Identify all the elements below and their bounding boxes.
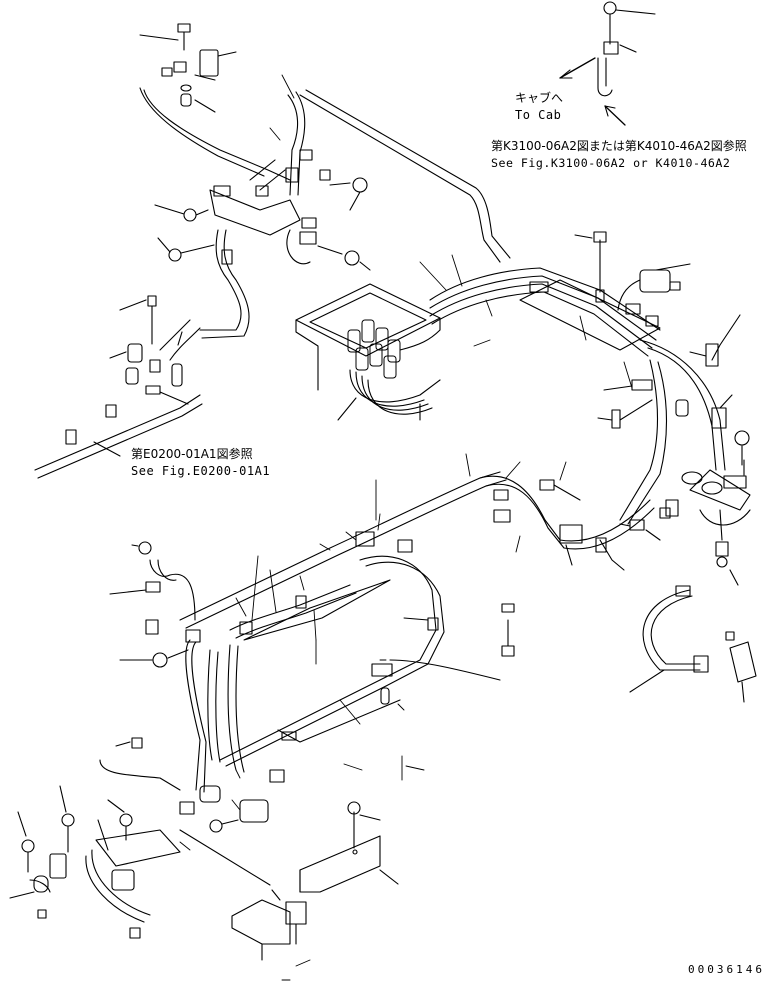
right-mid-connector-cluster	[539, 459, 751, 586]
upper-right-harness	[519, 231, 750, 466]
bottom-left-parts	[9, 541, 239, 939]
left-connector-cluster	[34, 295, 203, 479]
main-harness-upper	[287, 89, 726, 525]
reference-left-en: See Fig.E0200-01A1	[131, 464, 271, 478]
mid-left-bracket-group	[154, 149, 371, 339]
leader-lines	[179, 74, 633, 981]
to-cab-label-jp: キャブへ	[515, 91, 564, 105]
bottom-brackets	[179, 801, 399, 961]
center-switch-box	[295, 283, 441, 421]
to-cab-label-en: To Cab	[515, 108, 562, 122]
main-harness-lower	[179, 471, 655, 823]
top-right-to-cab	[559, 1, 656, 126]
top-left-connectors	[139, 23, 291, 181]
reference-top-jp: 第K3100-06A2図または第K4010-46A2図参照	[491, 139, 747, 153]
right-lower-connector-tail	[629, 585, 757, 703]
drawing-code: 00036146	[688, 963, 765, 976]
reference-top-en: See Fig.K3100-06A2 or K4010-46A2	[491, 156, 731, 170]
reference-left-jp: 第E0200-01A1図参照	[131, 447, 253, 461]
